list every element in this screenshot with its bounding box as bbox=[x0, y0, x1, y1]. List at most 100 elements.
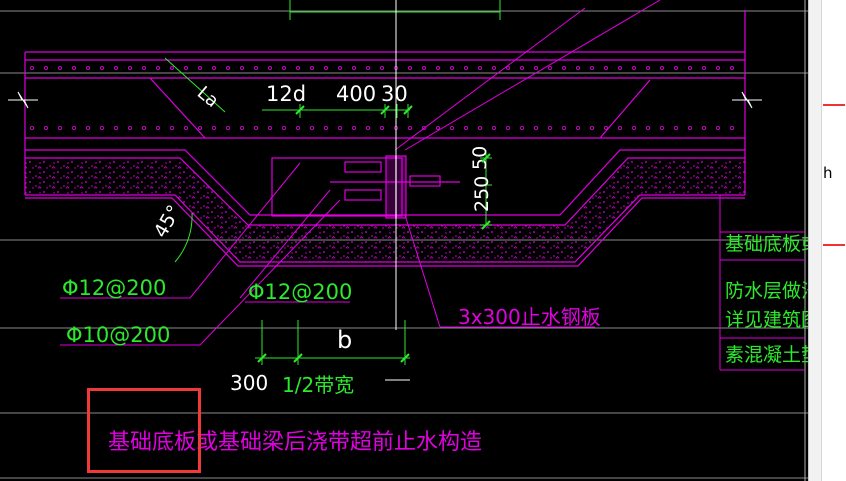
rebar-dot bbox=[491, 126, 496, 131]
rebar-dot bbox=[365, 66, 370, 71]
rebar-dot bbox=[295, 126, 300, 131]
rebar-a-label: Φ12@200 bbox=[62, 276, 166, 300]
rebar-dot bbox=[58, 126, 63, 131]
rebar-dot bbox=[211, 66, 216, 71]
rebar-dot bbox=[169, 66, 174, 71]
rebar-dot bbox=[86, 66, 91, 71]
rebar-dot bbox=[197, 66, 202, 71]
rebar-dot bbox=[688, 66, 693, 71]
rebar-dot bbox=[337, 126, 342, 131]
rebar-dot bbox=[618, 126, 623, 131]
rebar-dot bbox=[449, 126, 454, 131]
rebar-dot bbox=[72, 126, 77, 131]
rebar-b-label: Φ12@200 bbox=[248, 280, 352, 304]
rebar-dot bbox=[169, 126, 174, 131]
rebar-dot bbox=[44, 66, 49, 71]
rebar-dot bbox=[674, 66, 679, 71]
rebar-dot bbox=[351, 126, 356, 131]
rebar-dot bbox=[351, 66, 356, 71]
rebar-dot bbox=[590, 126, 595, 131]
panel-scroll-strip[interactable] bbox=[809, 0, 822, 481]
side-note-2: 防水层做法 bbox=[725, 280, 820, 302]
dim-12d-label: 12d bbox=[266, 82, 306, 106]
rebar-dot bbox=[548, 66, 553, 71]
rebar-dot bbox=[141, 66, 146, 71]
dim-250-label: 250 bbox=[471, 176, 493, 212]
rebar-dot bbox=[58, 66, 63, 71]
rebar-dot bbox=[435, 126, 440, 131]
rebar-dot bbox=[281, 66, 286, 71]
rebar-dot bbox=[548, 126, 553, 131]
rebar-dot bbox=[491, 66, 496, 71]
rebar-dot bbox=[576, 126, 581, 131]
rebar-dot bbox=[239, 126, 244, 131]
side-note-3: 详见建筑图 bbox=[725, 309, 820, 331]
rebar-dot bbox=[520, 66, 525, 71]
rebar-dot bbox=[211, 126, 216, 131]
rebar-dot bbox=[534, 126, 539, 131]
rebar-dot bbox=[702, 126, 707, 131]
dim-30-label: 30 bbox=[381, 82, 408, 106]
rebar-dot bbox=[674, 126, 679, 131]
rebar-dot bbox=[688, 126, 693, 131]
rebar-c-label: Φ10@200 bbox=[66, 323, 170, 347]
rebar-dot bbox=[407, 66, 412, 71]
rebar-dot bbox=[127, 126, 132, 131]
rebar-dots bbox=[29, 66, 735, 131]
rebar-dot bbox=[646, 66, 651, 71]
rebar-dot bbox=[86, 126, 91, 131]
rebar-dot bbox=[379, 66, 384, 71]
rebar-dot bbox=[618, 66, 623, 71]
side-note-1: 基础底板或 bbox=[725, 233, 820, 255]
panel-marker-top bbox=[823, 104, 845, 106]
rebar-dot bbox=[702, 66, 707, 71]
rebar-dot bbox=[534, 66, 539, 71]
drawing-title: 基础底板或基础梁后浇带超前止水构造 bbox=[108, 430, 482, 455]
rebar-dot bbox=[323, 66, 328, 71]
rebar-dot bbox=[309, 66, 314, 71]
rebar-dot bbox=[646, 126, 651, 131]
rebar-dot bbox=[449, 66, 454, 71]
rebar-dot bbox=[72, 66, 77, 71]
rebar-dot bbox=[562, 126, 567, 131]
rebar-dot bbox=[267, 126, 272, 131]
rebar-dot bbox=[100, 126, 105, 131]
plate-label: 3x300止水钢板 bbox=[458, 305, 601, 329]
dim-b-label: b bbox=[337, 326, 352, 354]
rebar-dot bbox=[155, 66, 160, 71]
rebar-dot bbox=[477, 126, 482, 131]
rebar-dot bbox=[155, 126, 160, 131]
dimension-ticks bbox=[257, 105, 491, 363]
rebar-dot bbox=[323, 126, 328, 131]
rebar-dot bbox=[730, 126, 735, 131]
leader-lines bbox=[60, 0, 805, 371]
rebar-dot bbox=[253, 126, 258, 131]
angle-label: 45° bbox=[150, 201, 186, 241]
rebar-dot bbox=[604, 66, 609, 71]
rebar-dot bbox=[239, 66, 244, 71]
selection-highlight bbox=[87, 388, 201, 473]
rebar-dot bbox=[337, 66, 342, 71]
rebar-dot bbox=[100, 66, 105, 71]
rebar-dot bbox=[604, 126, 609, 131]
rebar-dot bbox=[44, 126, 49, 131]
side-note-4: 素混凝土垫 bbox=[725, 344, 820, 366]
rebar-dot bbox=[463, 126, 468, 131]
water-stop-detail bbox=[271, 155, 460, 219]
rebar-dot bbox=[225, 126, 230, 131]
rebar-dot bbox=[421, 126, 426, 131]
rebar-dot bbox=[29, 126, 34, 131]
right-side-panel: h bbox=[808, 0, 846, 481]
break-marks bbox=[8, 91, 762, 109]
rebar-dot bbox=[660, 66, 665, 71]
dimension-lines bbox=[164, 0, 501, 365]
half-width-label: 1/2带宽 bbox=[282, 373, 354, 397]
rebar-dot bbox=[365, 126, 370, 131]
dim-50-label: 50 bbox=[469, 146, 491, 170]
rebar-dot bbox=[421, 66, 426, 71]
rebar-dot bbox=[463, 66, 468, 71]
rebar-dot bbox=[562, 66, 567, 71]
rebar-dot bbox=[295, 66, 300, 71]
rebar-dot bbox=[716, 66, 721, 71]
